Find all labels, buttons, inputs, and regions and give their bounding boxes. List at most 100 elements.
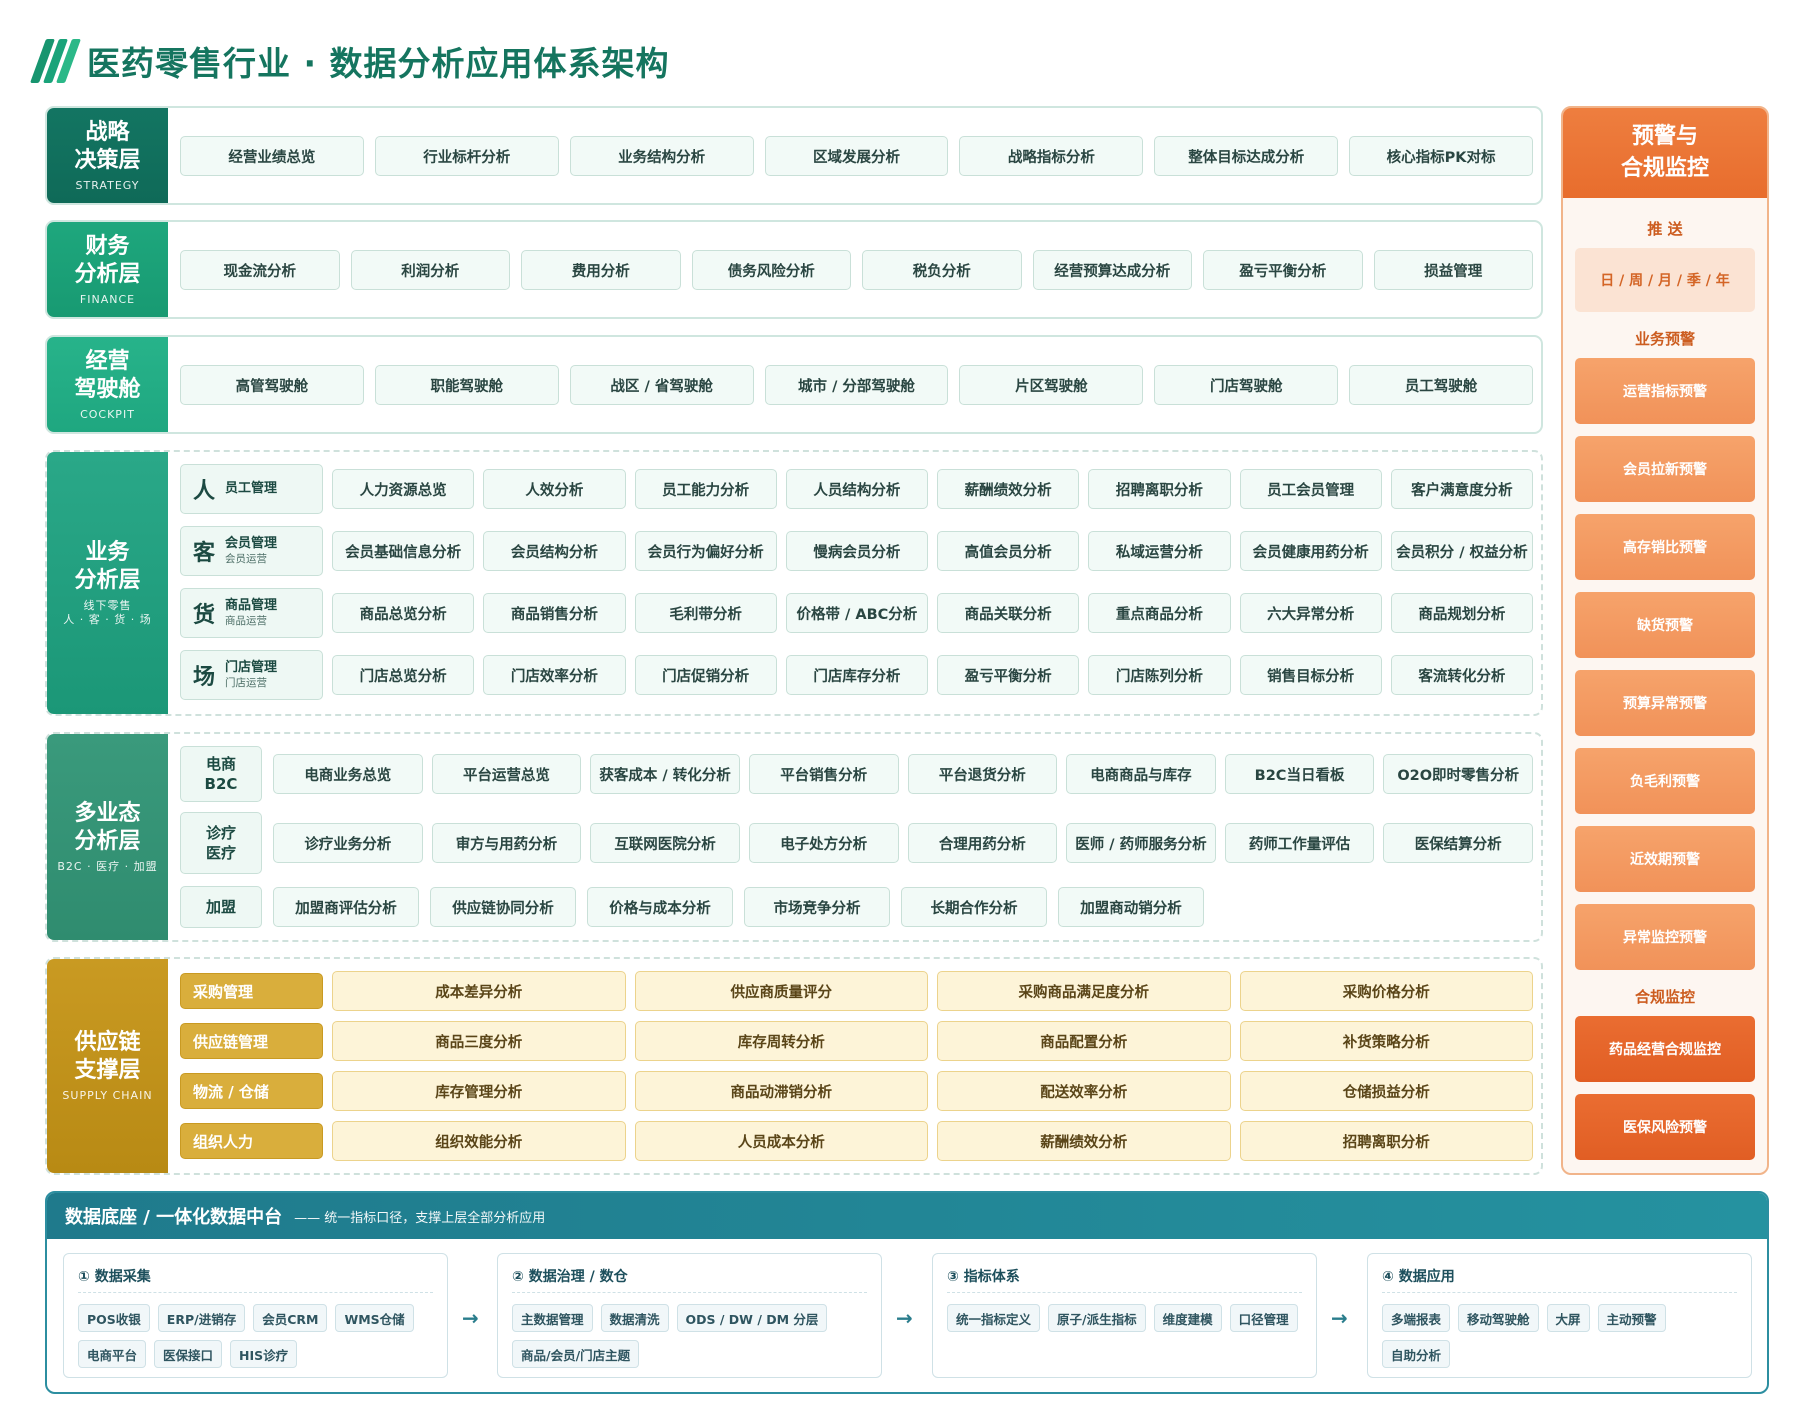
business-item[interactable]: 人效分析 xyxy=(483,469,626,509)
biz-alert-item[interactable]: 异常监控预警 xyxy=(1575,904,1755,970)
supply-item[interactable]: 薪酬绩效分析 xyxy=(937,1121,1231,1161)
cockpit-item[interactable]: 高管驾驶舱 xyxy=(180,365,364,405)
base-chip[interactable]: 口径管理 xyxy=(1229,1304,1298,1332)
supply-category[interactable]: 供应链管理 xyxy=(180,1023,323,1059)
finance-item[interactable]: 盈亏平衡分析 xyxy=(1203,250,1363,290)
finance-item[interactable]: 债务风险分析 xyxy=(691,250,851,290)
finance-item[interactable]: 经营预算达成分析 xyxy=(1032,250,1192,290)
cockpit-item[interactable]: 职能驾驶舱 xyxy=(374,365,559,405)
business-item[interactable]: 门店总览分析 xyxy=(332,655,475,695)
business-item[interactable]: 会员健康用药分析 xyxy=(1239,531,1382,571)
compliance-item[interactable]: 药品经营合规监控 xyxy=(1575,1016,1755,1082)
supply-category[interactable]: 组织人力 xyxy=(180,1123,323,1159)
supply-item[interactable]: 供应商质量评分 xyxy=(634,971,928,1011)
business-item[interactable]: 销售目标分析 xyxy=(1239,655,1382,695)
base-chip[interactable]: 统一指标定义 xyxy=(947,1304,1041,1332)
multi-item[interactable]: 医保结算分析 xyxy=(1383,823,1533,863)
business-item[interactable]: 六大异常分析 xyxy=(1239,593,1382,633)
business-item[interactable]: 慢病会员分析 xyxy=(785,531,928,571)
multi-item[interactable]: 互联网医院分析 xyxy=(590,823,740,863)
business-item[interactable]: 门店效率分析 xyxy=(483,655,626,695)
multi-item[interactable]: 加盟商动销分析 xyxy=(1058,887,1204,927)
base-chip[interactable]: WMS仓储 xyxy=(335,1304,414,1332)
multi-item[interactable]: 平台退货分析 xyxy=(907,754,1058,794)
multi-item[interactable]: 平台运营总览 xyxy=(431,754,582,794)
business-item[interactable]: 商品规划分析 xyxy=(1390,593,1533,633)
strategy-item[interactable]: 区域发展分析 xyxy=(764,136,949,176)
supply-item[interactable]: 商品三度分析 xyxy=(332,1021,626,1061)
multi-item[interactable]: 市场竞争分析 xyxy=(744,887,890,927)
cockpit-item[interactable]: 员工驾驶舱 xyxy=(1349,365,1533,405)
strategy-item[interactable]: 经营业绩总览 xyxy=(180,136,364,176)
base-chip[interactable]: HIS诊疗 xyxy=(230,1340,298,1368)
base-chip[interactable]: 会员CRM xyxy=(253,1304,328,1332)
supply-item[interactable]: 补货策略分析 xyxy=(1239,1021,1533,1061)
business-item[interactable]: 高值会员分析 xyxy=(937,531,1080,571)
biz-alert-item[interactable]: 运营指标预警 xyxy=(1575,358,1755,424)
business-item[interactable]: 会员基础信息分析 xyxy=(332,531,475,571)
multi-item[interactable]: 电商商品与库存 xyxy=(1066,754,1216,794)
category-1[interactable]: 客会员管理会员运营 xyxy=(180,526,323,576)
biz-alert-item[interactable]: 会员拉新预警 xyxy=(1575,436,1755,502)
compliance-item[interactable]: 医保风险预警 xyxy=(1575,1094,1755,1160)
cockpit-item[interactable]: 片区驾驶舱 xyxy=(959,365,1144,405)
biz-alert-item[interactable]: 负毛利预警 xyxy=(1575,748,1755,814)
multi-item[interactable]: B2C当日看板 xyxy=(1224,754,1375,794)
multi-item[interactable]: 供应链协同分析 xyxy=(430,887,576,927)
business-item[interactable]: 员工能力分析 xyxy=(634,469,777,509)
multi-item[interactable]: 医师 / 药师服务分析 xyxy=(1066,823,1216,863)
supply-item[interactable]: 仓储损益分析 xyxy=(1239,1071,1533,1111)
finance-item[interactable]: 费用分析 xyxy=(521,250,681,290)
base-chip[interactable]: ODS / DW / DM 分层 xyxy=(676,1304,828,1332)
supply-item[interactable]: 商品配置分析 xyxy=(937,1021,1231,1061)
business-item[interactable]: 毛利带分析 xyxy=(634,593,777,633)
strategy-item[interactable]: 整体目标达成分析 xyxy=(1154,136,1339,176)
base-chip[interactable]: 电商平台 xyxy=(78,1340,147,1368)
strategy-item[interactable]: 行业标杆分析 xyxy=(374,136,559,176)
business-item[interactable]: 门店库存分析 xyxy=(785,655,928,695)
finance-item[interactable]: 税负分析 xyxy=(862,250,1022,290)
multi-item[interactable]: 药师工作量评估 xyxy=(1224,823,1375,863)
business-item[interactable]: 会员积分 / 权益分析 xyxy=(1390,531,1533,571)
multi-item[interactable]: 合理用药分析 xyxy=(907,823,1058,863)
multi-item[interactable]: 长期合作分析 xyxy=(901,887,1047,927)
base-chip[interactable]: ERP/进销存 xyxy=(157,1304,246,1332)
base-chip[interactable]: 主数据管理 xyxy=(512,1304,593,1332)
business-item[interactable]: 薪酬绩效分析 xyxy=(937,469,1080,509)
business-item[interactable]: 招聘离职分析 xyxy=(1088,469,1231,509)
strategy-item[interactable]: 业务结构分析 xyxy=(569,136,754,176)
business-item[interactable]: 门店促销分析 xyxy=(634,655,777,695)
base-chip[interactable]: 数据清洗 xyxy=(600,1304,669,1332)
cockpit-item[interactable]: 城市 / 分部驾驶舱 xyxy=(764,365,949,405)
business-item[interactable]: 私域运营分析 xyxy=(1088,531,1231,571)
supply-item[interactable]: 组织效能分析 xyxy=(332,1121,626,1161)
business-item[interactable]: 客流转化分析 xyxy=(1390,655,1533,695)
business-item[interactable]: 商品关联分析 xyxy=(937,593,1080,633)
category-2[interactable]: 货商品管理商品运营 xyxy=(180,588,323,638)
business-item[interactable]: 价格带 / ABC分析 xyxy=(785,593,928,633)
base-chip[interactable]: 大屏 xyxy=(1546,1304,1590,1332)
business-item[interactable]: 会员结构分析 xyxy=(483,531,626,571)
base-chip[interactable]: 多端报表 xyxy=(1382,1304,1451,1332)
biz-alert-item[interactable]: 高存销比预警 xyxy=(1575,514,1755,580)
strategy-item[interactable]: 核心指标PK对标 xyxy=(1349,136,1533,176)
business-item[interactable]: 员工会员管理 xyxy=(1239,469,1382,509)
multi-item[interactable]: 电商业务总览 xyxy=(273,754,423,794)
supply-item[interactable]: 库存管理分析 xyxy=(332,1071,626,1111)
base-chip[interactable]: 原子/派生指标 xyxy=(1048,1304,1146,1332)
supply-item[interactable]: 配送效率分析 xyxy=(937,1071,1231,1111)
base-chip[interactable]: POS收银 xyxy=(78,1304,150,1332)
multi-item[interactable]: O2O即时零售分析 xyxy=(1383,754,1533,794)
supply-category[interactable]: 采购管理 xyxy=(180,973,323,1009)
biz-alert-item[interactable]: 缺货预警 xyxy=(1575,592,1755,658)
supply-item[interactable]: 成本差异分析 xyxy=(332,971,626,1011)
finance-item[interactable]: 现金流分析 xyxy=(180,250,340,290)
multi-item[interactable]: 审方与用药分析 xyxy=(431,823,582,863)
supply-item[interactable]: 商品动滞销分析 xyxy=(634,1071,928,1111)
business-item[interactable]: 重点商品分析 xyxy=(1088,593,1231,633)
supply-item[interactable]: 库存周转分析 xyxy=(634,1021,928,1061)
supply-category[interactable]: 物流 / 仓储 xyxy=(180,1073,323,1109)
category-0[interactable]: 人员工管理 xyxy=(180,464,323,514)
base-chip[interactable]: 医保接口 xyxy=(154,1340,223,1368)
